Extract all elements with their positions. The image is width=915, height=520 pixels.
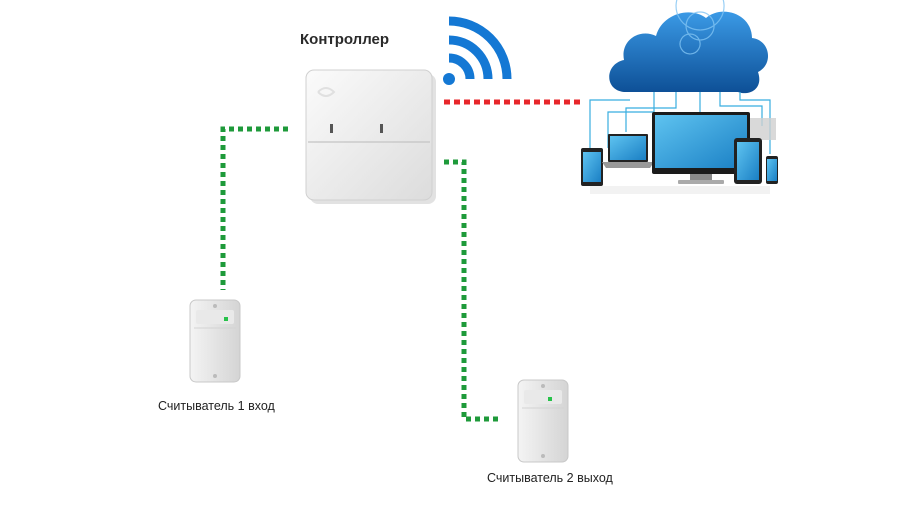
controller-label: Контроллер xyxy=(300,31,390,48)
devices-icon xyxy=(581,112,778,194)
reader-icon xyxy=(517,379,569,463)
controller-icon xyxy=(305,69,436,204)
wired-link-reader-1 xyxy=(220,126,288,290)
reader-icon xyxy=(189,299,241,383)
cloud-icon xyxy=(589,0,771,154)
wired-link-reader-2 xyxy=(444,159,500,422)
reader-exit-label: Считыватель 2 выход xyxy=(487,471,613,485)
reader-entry-label: Считыватель 1 вход xyxy=(158,399,275,413)
wifi-icon xyxy=(443,16,512,85)
